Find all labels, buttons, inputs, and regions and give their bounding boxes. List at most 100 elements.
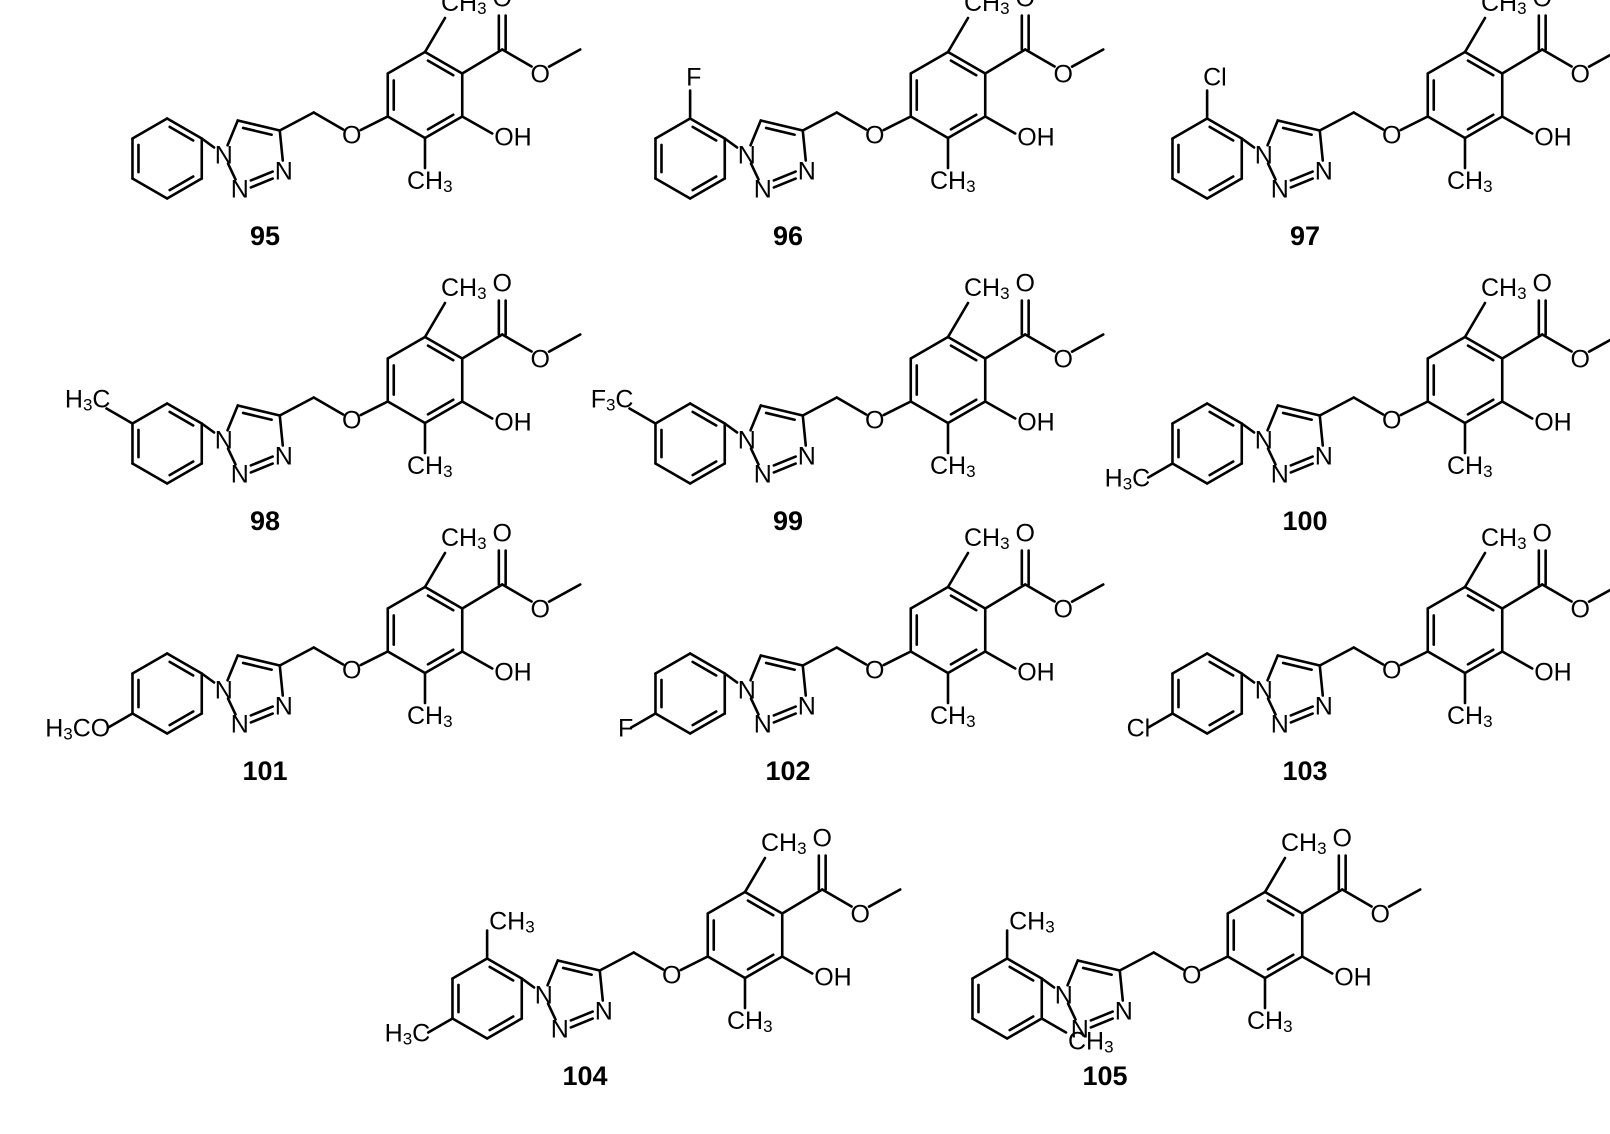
triazole-bond — [236, 119, 282, 132]
methyl-bond — [423, 16, 447, 54]
triazole-bond — [801, 414, 808, 447]
triazole-n3: N — [798, 157, 816, 185]
methylene-bond — [801, 396, 839, 417]
compound-97: CH3OOOHCH3ONNNCl97 — [1171, 0, 1610, 251]
aryl-n-bond — [1040, 977, 1056, 989]
benzoate-ring-bond — [423, 400, 464, 425]
methyl-label-top: CH3 — [1281, 829, 1327, 859]
triazole-bond-inner — [1281, 411, 1313, 422]
ether-bond — [1399, 400, 1430, 417]
aryl-ring-bond-inner — [1208, 710, 1235, 727]
aryl-ring-bond — [1171, 402, 1209, 425]
aryl-ring-bond-inner — [1008, 1015, 1035, 1032]
hydroxy-bond — [460, 650, 494, 670]
para-bond — [629, 712, 657, 729]
methyl-label-ortho: CH3 — [489, 907, 535, 937]
triazole-bond — [226, 654, 240, 682]
benzoate-ring-bond — [1463, 335, 1504, 360]
aryl-ring-bond — [131, 712, 169, 735]
triazole-bond — [1076, 959, 1122, 972]
benzoate-ring-bond — [743, 890, 784, 915]
aryl-ring-bond-inner — [691, 710, 718, 727]
benzoate-ring-bond — [1426, 115, 1467, 140]
triazole-n2: N — [231, 460, 249, 488]
benzoate-ring-bond-inner — [1466, 594, 1495, 612]
methyl-label-top: CH3 — [1481, 0, 1527, 18]
aryl-ring-bond — [1205, 177, 1244, 200]
triazole-bond-inner — [764, 661, 796, 672]
aryl-n-bond — [200, 672, 216, 684]
aryl-ring-bond — [688, 652, 727, 675]
triazole-bond — [801, 664, 808, 697]
ester-bond — [1300, 888, 1344, 915]
benzoate-ring-bond — [909, 650, 950, 675]
aryl-ring-bond-inner — [168, 125, 195, 142]
methylene-bond — [632, 951, 665, 971]
benzoate-ring-bond — [946, 650, 987, 675]
methyl-label-bottom: CH3 — [930, 452, 976, 482]
triazole-bond — [1276, 404, 1322, 417]
ester-o: O — [1571, 60, 1590, 88]
triazole-n1: N — [215, 141, 233, 169]
ester-o-bond — [1023, 583, 1056, 603]
methyl-bond — [743, 856, 767, 894]
ether-bond — [679, 955, 710, 972]
hydroxy-bond — [983, 650, 1017, 670]
aryl-ring-bond — [165, 177, 204, 200]
methylene-bond — [1352, 646, 1385, 666]
triazole-bond — [249, 170, 274, 182]
triazole-bond — [1089, 1010, 1114, 1022]
triazole-n3: N — [1315, 157, 1333, 185]
aryl-ring-bond — [1205, 652, 1244, 675]
triazole-bond — [1118, 969, 1125, 1002]
triazole-bond — [236, 404, 282, 417]
benzoate-ring-bond — [423, 650, 464, 675]
aryl-ring-bond — [971, 957, 1009, 980]
triazole-bond — [749, 162, 760, 181]
aryl-ring-bond — [451, 1017, 489, 1040]
aryl-ring-bond — [485, 957, 524, 980]
aryl-ring-bond-inner — [1208, 410, 1235, 427]
ester-bond — [983, 48, 1027, 75]
ester-bond — [1500, 48, 1544, 75]
triazole-bond — [749, 697, 760, 716]
ether-bond — [1399, 650, 1430, 667]
methyl-label-bottom: CH3 — [407, 452, 453, 482]
methylene-bond — [312, 111, 345, 131]
aryl-ring-bond — [131, 402, 169, 425]
aryl-n-bond — [200, 422, 216, 434]
methoxy-bond — [1070, 583, 1105, 603]
benzoate-ring-bond — [423, 115, 464, 140]
triazole-bond — [278, 664, 285, 697]
halogen-label: F — [686, 63, 701, 91]
methyl-label-top: CH3 — [964, 274, 1010, 304]
ester-bond — [983, 333, 1027, 360]
ester-bond — [460, 48, 504, 75]
benzoate-ring-bond — [1426, 650, 1467, 675]
triazole-bond-inner — [561, 966, 593, 977]
ester-o-bond — [500, 583, 533, 603]
methyl-label-top: CH3 — [1481, 524, 1527, 554]
benzoate-ring-bond — [946, 115, 987, 140]
carbonyl-o: O — [493, 519, 512, 547]
ether-bond — [1399, 115, 1430, 132]
benzoate-ring-bond — [386, 335, 427, 360]
aryl-ring-bond-inner — [1208, 460, 1235, 477]
compound-96: CH3OOOHCH3ONNNF96 — [654, 0, 1105, 251]
benzoate-ring-bond-inner — [746, 899, 775, 917]
hydroxy-label: OH — [1017, 658, 1055, 686]
triazole-n3: N — [595, 997, 613, 1025]
aryl-ring-bond-inner — [168, 410, 195, 427]
aryl-n-bond — [520, 977, 536, 989]
triazole-bond — [749, 447, 760, 466]
carbonyl-o: O — [493, 269, 512, 297]
benzoate-ring-bond — [386, 115, 427, 140]
methylene-bond — [278, 111, 316, 132]
ester-o-bond — [1540, 333, 1573, 353]
triazole-n3: N — [1315, 442, 1333, 470]
